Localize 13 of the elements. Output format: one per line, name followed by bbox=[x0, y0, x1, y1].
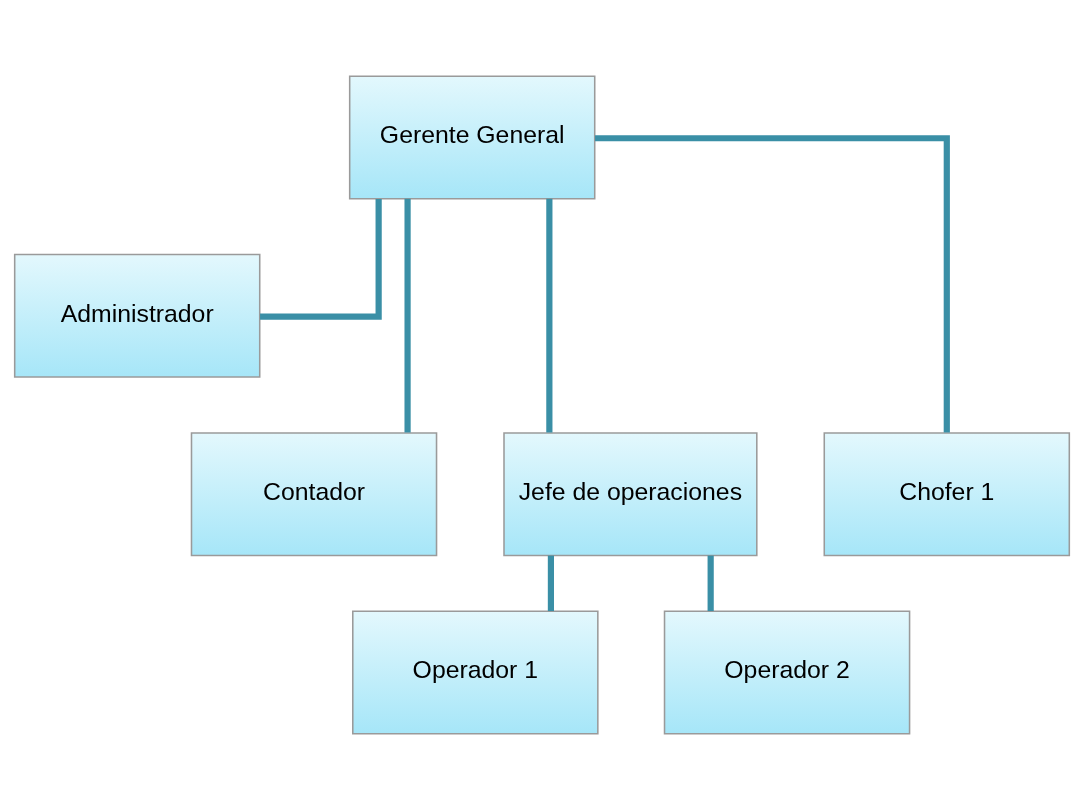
connector bbox=[707, 555, 714, 612]
node-box: Operador 1 bbox=[352, 610, 599, 735]
connector bbox=[546, 198, 553, 433]
node-box: Jefe de operaciones bbox=[503, 432, 758, 557]
node-box: Contador bbox=[190, 432, 438, 557]
connector bbox=[260, 199, 382, 320]
node-box: Chofer 1 bbox=[823, 432, 1071, 557]
node-box: Operador 2 bbox=[663, 610, 911, 735]
connector bbox=[547, 555, 554, 612]
node-box: Administrador bbox=[13, 253, 261, 378]
connector bbox=[404, 198, 411, 433]
connector bbox=[595, 135, 950, 433]
node-box: Gerente General bbox=[348, 75, 596, 200]
